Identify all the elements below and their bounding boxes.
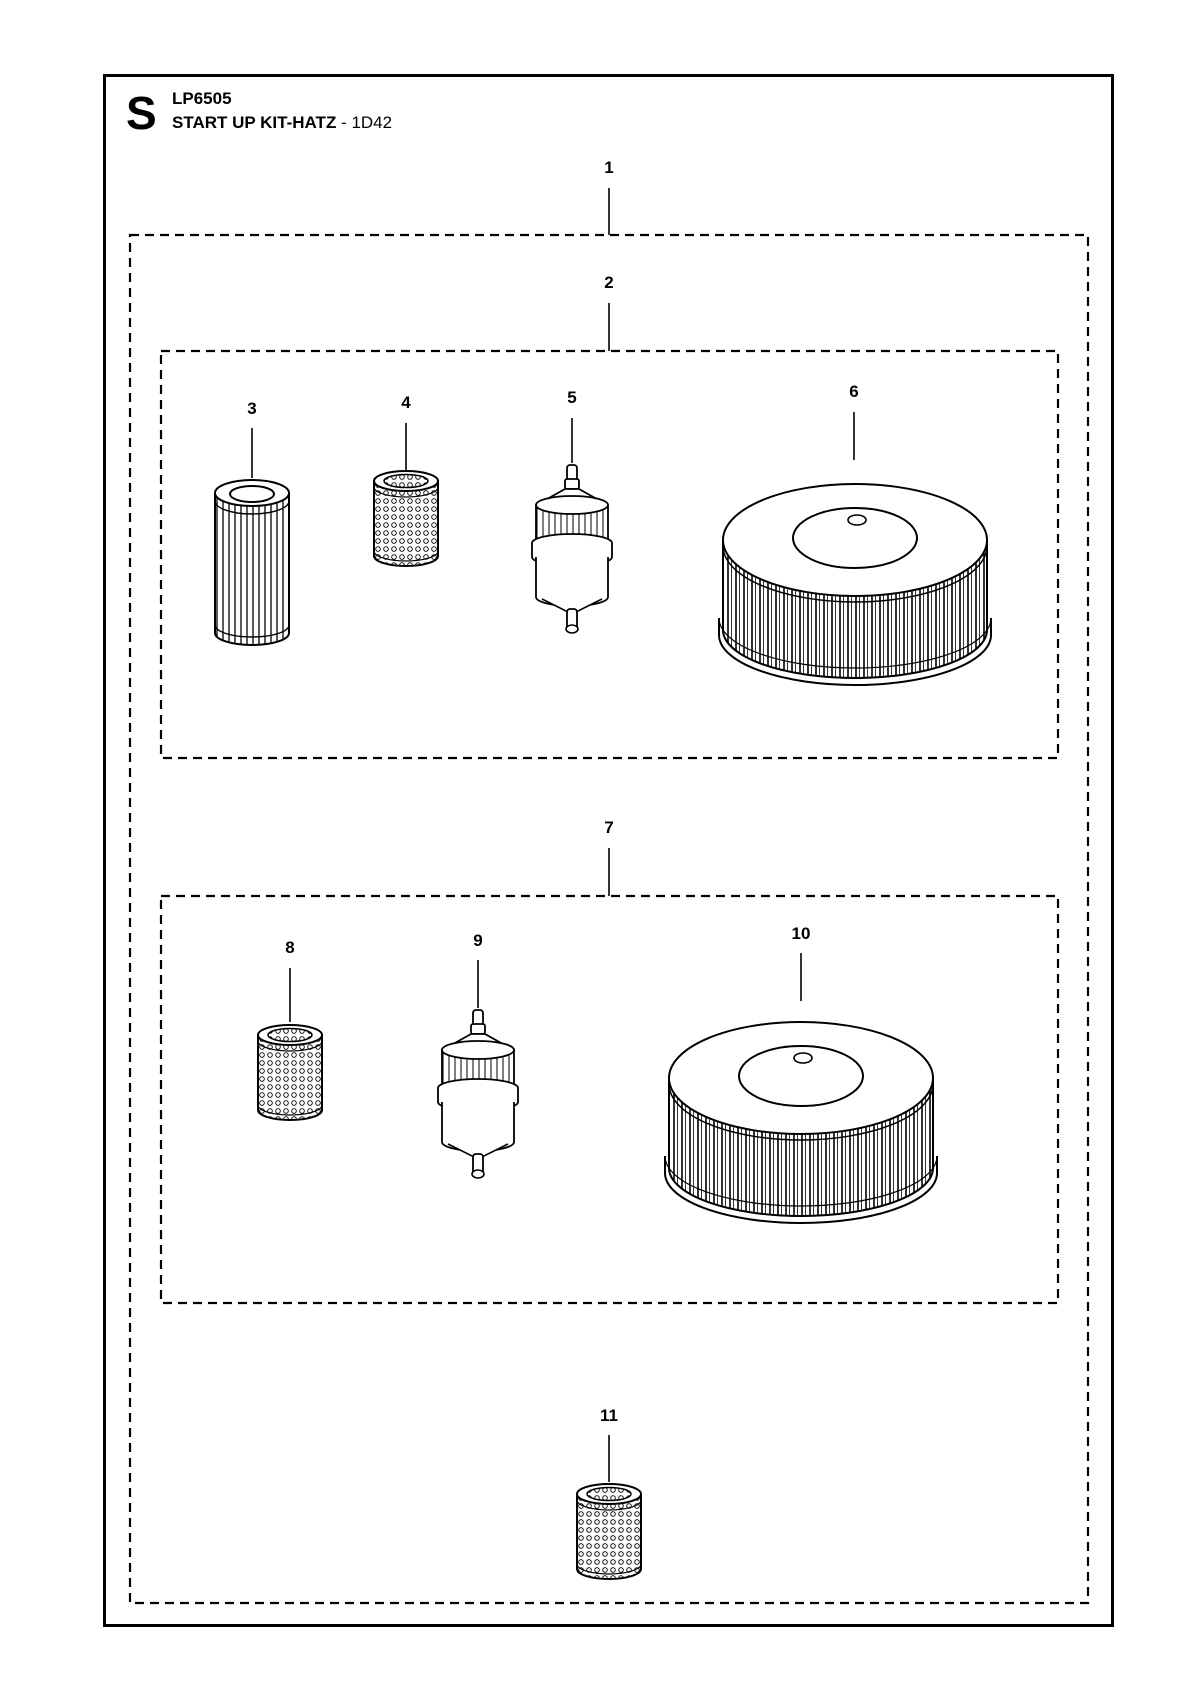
perforated-filter-icon [576, 1483, 642, 1580]
title-separator: - [336, 113, 352, 132]
callout-6: 6 [849, 382, 858, 401]
title-text: START UP KIT-HATZ [172, 113, 337, 132]
diagram-code: 1D42 [351, 113, 393, 132]
callout-5: 5 [567, 388, 576, 407]
callout-2: 2 [604, 273, 613, 292]
subkit-2-outline [159, 349, 1060, 760]
inline-fuel-filter-icon [437, 1009, 519, 1179]
callout-9: 9 [473, 931, 482, 950]
callout-7: 7 [604, 818, 613, 837]
model-number: LP6505 [172, 89, 232, 108]
cylindrical-oil-filter-icon [214, 479, 290, 646]
perforated-filter-icon [257, 1024, 323, 1121]
kit-group-outline [128, 233, 1090, 1605]
subkit-7-outline [159, 894, 1060, 1305]
leader-lines [251, 188, 855, 1482]
inline-fuel-filter-icon [531, 464, 613, 634]
section-letter: S [126, 87, 157, 139]
callout-1: 1 [604, 158, 613, 177]
callout-11: 11 [600, 1406, 618, 1425]
round-air-filter-icon [718, 483, 992, 686]
callout-10: 10 [792, 924, 811, 943]
page-frame [103, 74, 1114, 1627]
callout-4: 4 [401, 393, 411, 412]
callout-8: 8 [285, 938, 294, 957]
page-title: START UP KIT-HATZ - 1D42 [172, 113, 392, 133]
perforated-filter-icon [373, 470, 439, 567]
callout-3: 3 [247, 399, 256, 418]
round-air-filter-icon [664, 1021, 938, 1224]
